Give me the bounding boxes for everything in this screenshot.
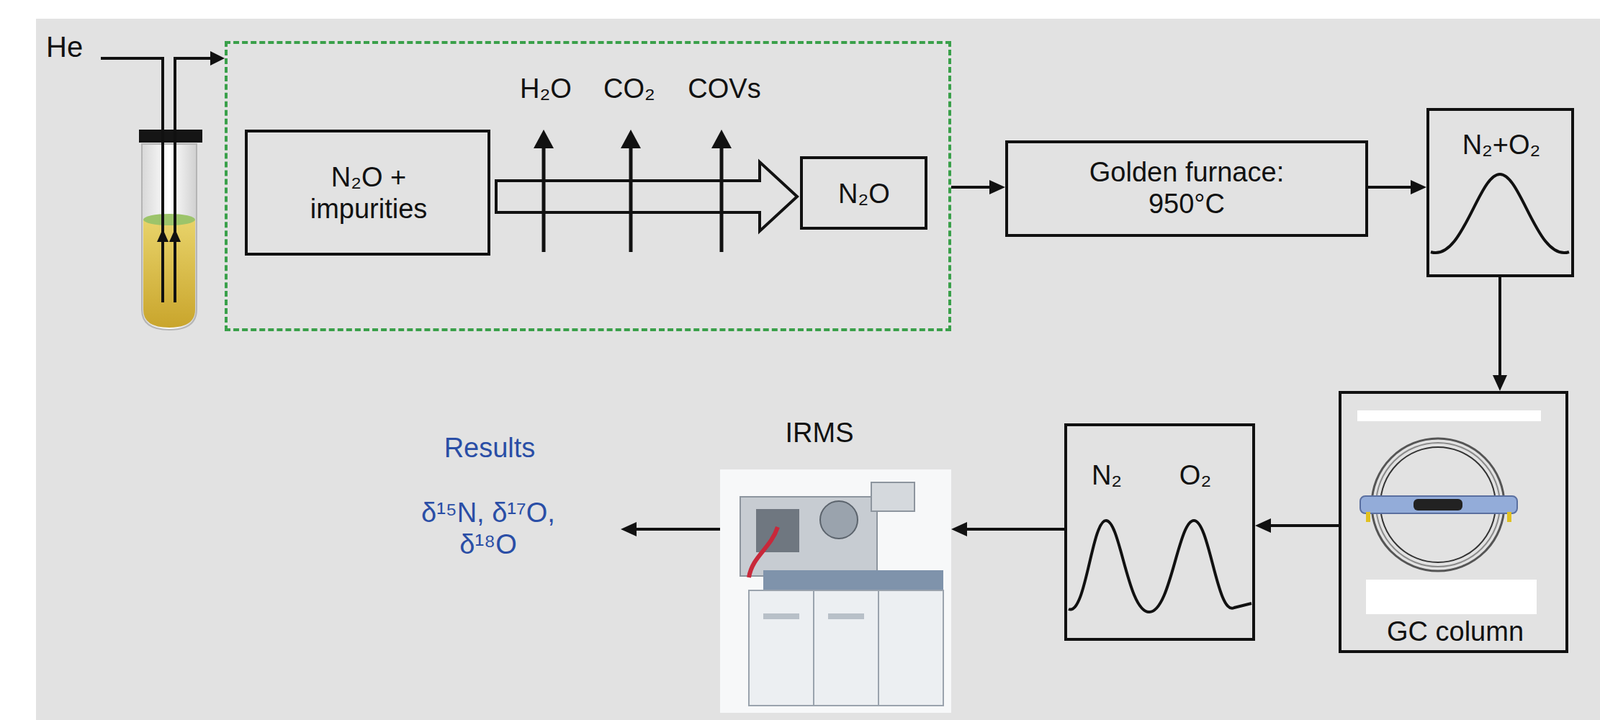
flow-arrow [620, 522, 721, 537]
bubble-arrow [156, 228, 169, 242]
helium-outlet [174, 58, 212, 303]
hollow-arrow [496, 162, 798, 232]
node-label: N₂O [838, 178, 891, 211]
vial-meniscus [143, 213, 196, 226]
arrow-head [711, 129, 732, 149]
removal-arrow [629, 144, 633, 253]
arrow-line [951, 185, 993, 189]
purification-region: H₂O CO₂ COVsN₂O + impurities N₂O [224, 41, 952, 332]
control-panel [763, 570, 944, 591]
removed-species-label: COVs [687, 73, 761, 106]
process-box: N₂O + impurities [244, 129, 491, 256]
removed-species-label: CO₂ [603, 73, 656, 106]
cabinet-vent [828, 613, 865, 620]
column-label-slot [1413, 499, 1463, 511]
arrow-line [633, 527, 721, 531]
panel-background [36, 18, 1600, 720]
node-label: Results [444, 432, 536, 465]
flow-arrow [951, 522, 1065, 537]
arrow-head [620, 522, 637, 537]
bubble-arrow [169, 228, 181, 242]
white-bar [1357, 410, 1541, 422]
vial-glass [141, 144, 197, 330]
arrow-head [989, 180, 1006, 195]
gc-column-picture [1357, 410, 1541, 615]
arrow-head [533, 129, 554, 149]
chromatogram-peak [1430, 174, 1570, 253]
node-text: δ¹⁵N, δ¹⁷O, δ¹⁸O [401, 497, 575, 561]
column-end [1365, 511, 1371, 523]
single-peak [1430, 174, 1570, 253]
helium-line [100, 58, 212, 303]
transfer-arrow [496, 162, 798, 232]
vial-cap [138, 129, 203, 143]
arrow-head [210, 51, 225, 66]
red-tube [748, 527, 778, 578]
arrow-line [964, 527, 1065, 531]
double-peak [1068, 520, 1252, 613]
arrow-line [1268, 524, 1339, 528]
arrow-head [951, 522, 968, 537]
chromatogram-peaks [1068, 520, 1252, 613]
gc-column-box: GC column [1338, 390, 1569, 654]
node-text: O₂ [1179, 460, 1212, 492]
node-label: N₂+O₂ [1462, 129, 1541, 162]
inlet-module [871, 482, 915, 512]
helium-inlet [100, 58, 163, 303]
white-panel [1365, 579, 1537, 615]
removal-arrow [720, 144, 724, 253]
arrow-head [620, 129, 641, 149]
instrument-top [740, 496, 878, 577]
cabinet-seam [812, 590, 815, 706]
cabinet-seam [877, 590, 880, 706]
arrow-head [1410, 180, 1427, 195]
removal-arrow [542, 144, 546, 253]
removed-species-label: H₂O [519, 73, 572, 106]
removal-arrows [533, 129, 732, 253]
node-label: N₂ [1091, 460, 1122, 492]
cabinet-vent [763, 613, 800, 620]
column-end [1507, 511, 1512, 523]
arrow-line [1498, 277, 1502, 379]
process-box: N₂O [800, 156, 928, 230]
furnace-box: Golden furnace: 950°C [1005, 140, 1369, 237]
picture-ground [720, 469, 952, 713]
node-label: IRMS [785, 417, 855, 450]
instrument-cabinet [748, 590, 944, 706]
irms-picture [720, 469, 952, 713]
node-label: Golden furnace: 950°C [1067, 156, 1306, 220]
arrow-line [1368, 185, 1414, 189]
arrow-head [1255, 518, 1271, 533]
flow-arrow [951, 180, 1006, 195]
vial-liquid [143, 219, 196, 328]
node-label: GC column [1386, 616, 1524, 649]
peak-box: N₂+O₂ [1426, 108, 1575, 278]
gas-label: He [46, 30, 83, 64]
flow-arrow [1255, 518, 1339, 533]
results-block: Results δ¹⁵N, δ¹⁷O, δ¹⁸O [358, 421, 621, 573]
sample-vial [138, 129, 203, 330]
flow-arrow [1492, 277, 1508, 391]
flow-arrow [1368, 180, 1427, 195]
arrow-head [1492, 375, 1508, 391]
column-bracket [1360, 496, 1518, 514]
magnet [820, 501, 858, 539]
irms-instrument: IRMS [720, 414, 952, 713]
peaks-box: N₂ O₂ [1064, 423, 1256, 641]
node-label: N₂O + impurities [293, 162, 445, 225]
